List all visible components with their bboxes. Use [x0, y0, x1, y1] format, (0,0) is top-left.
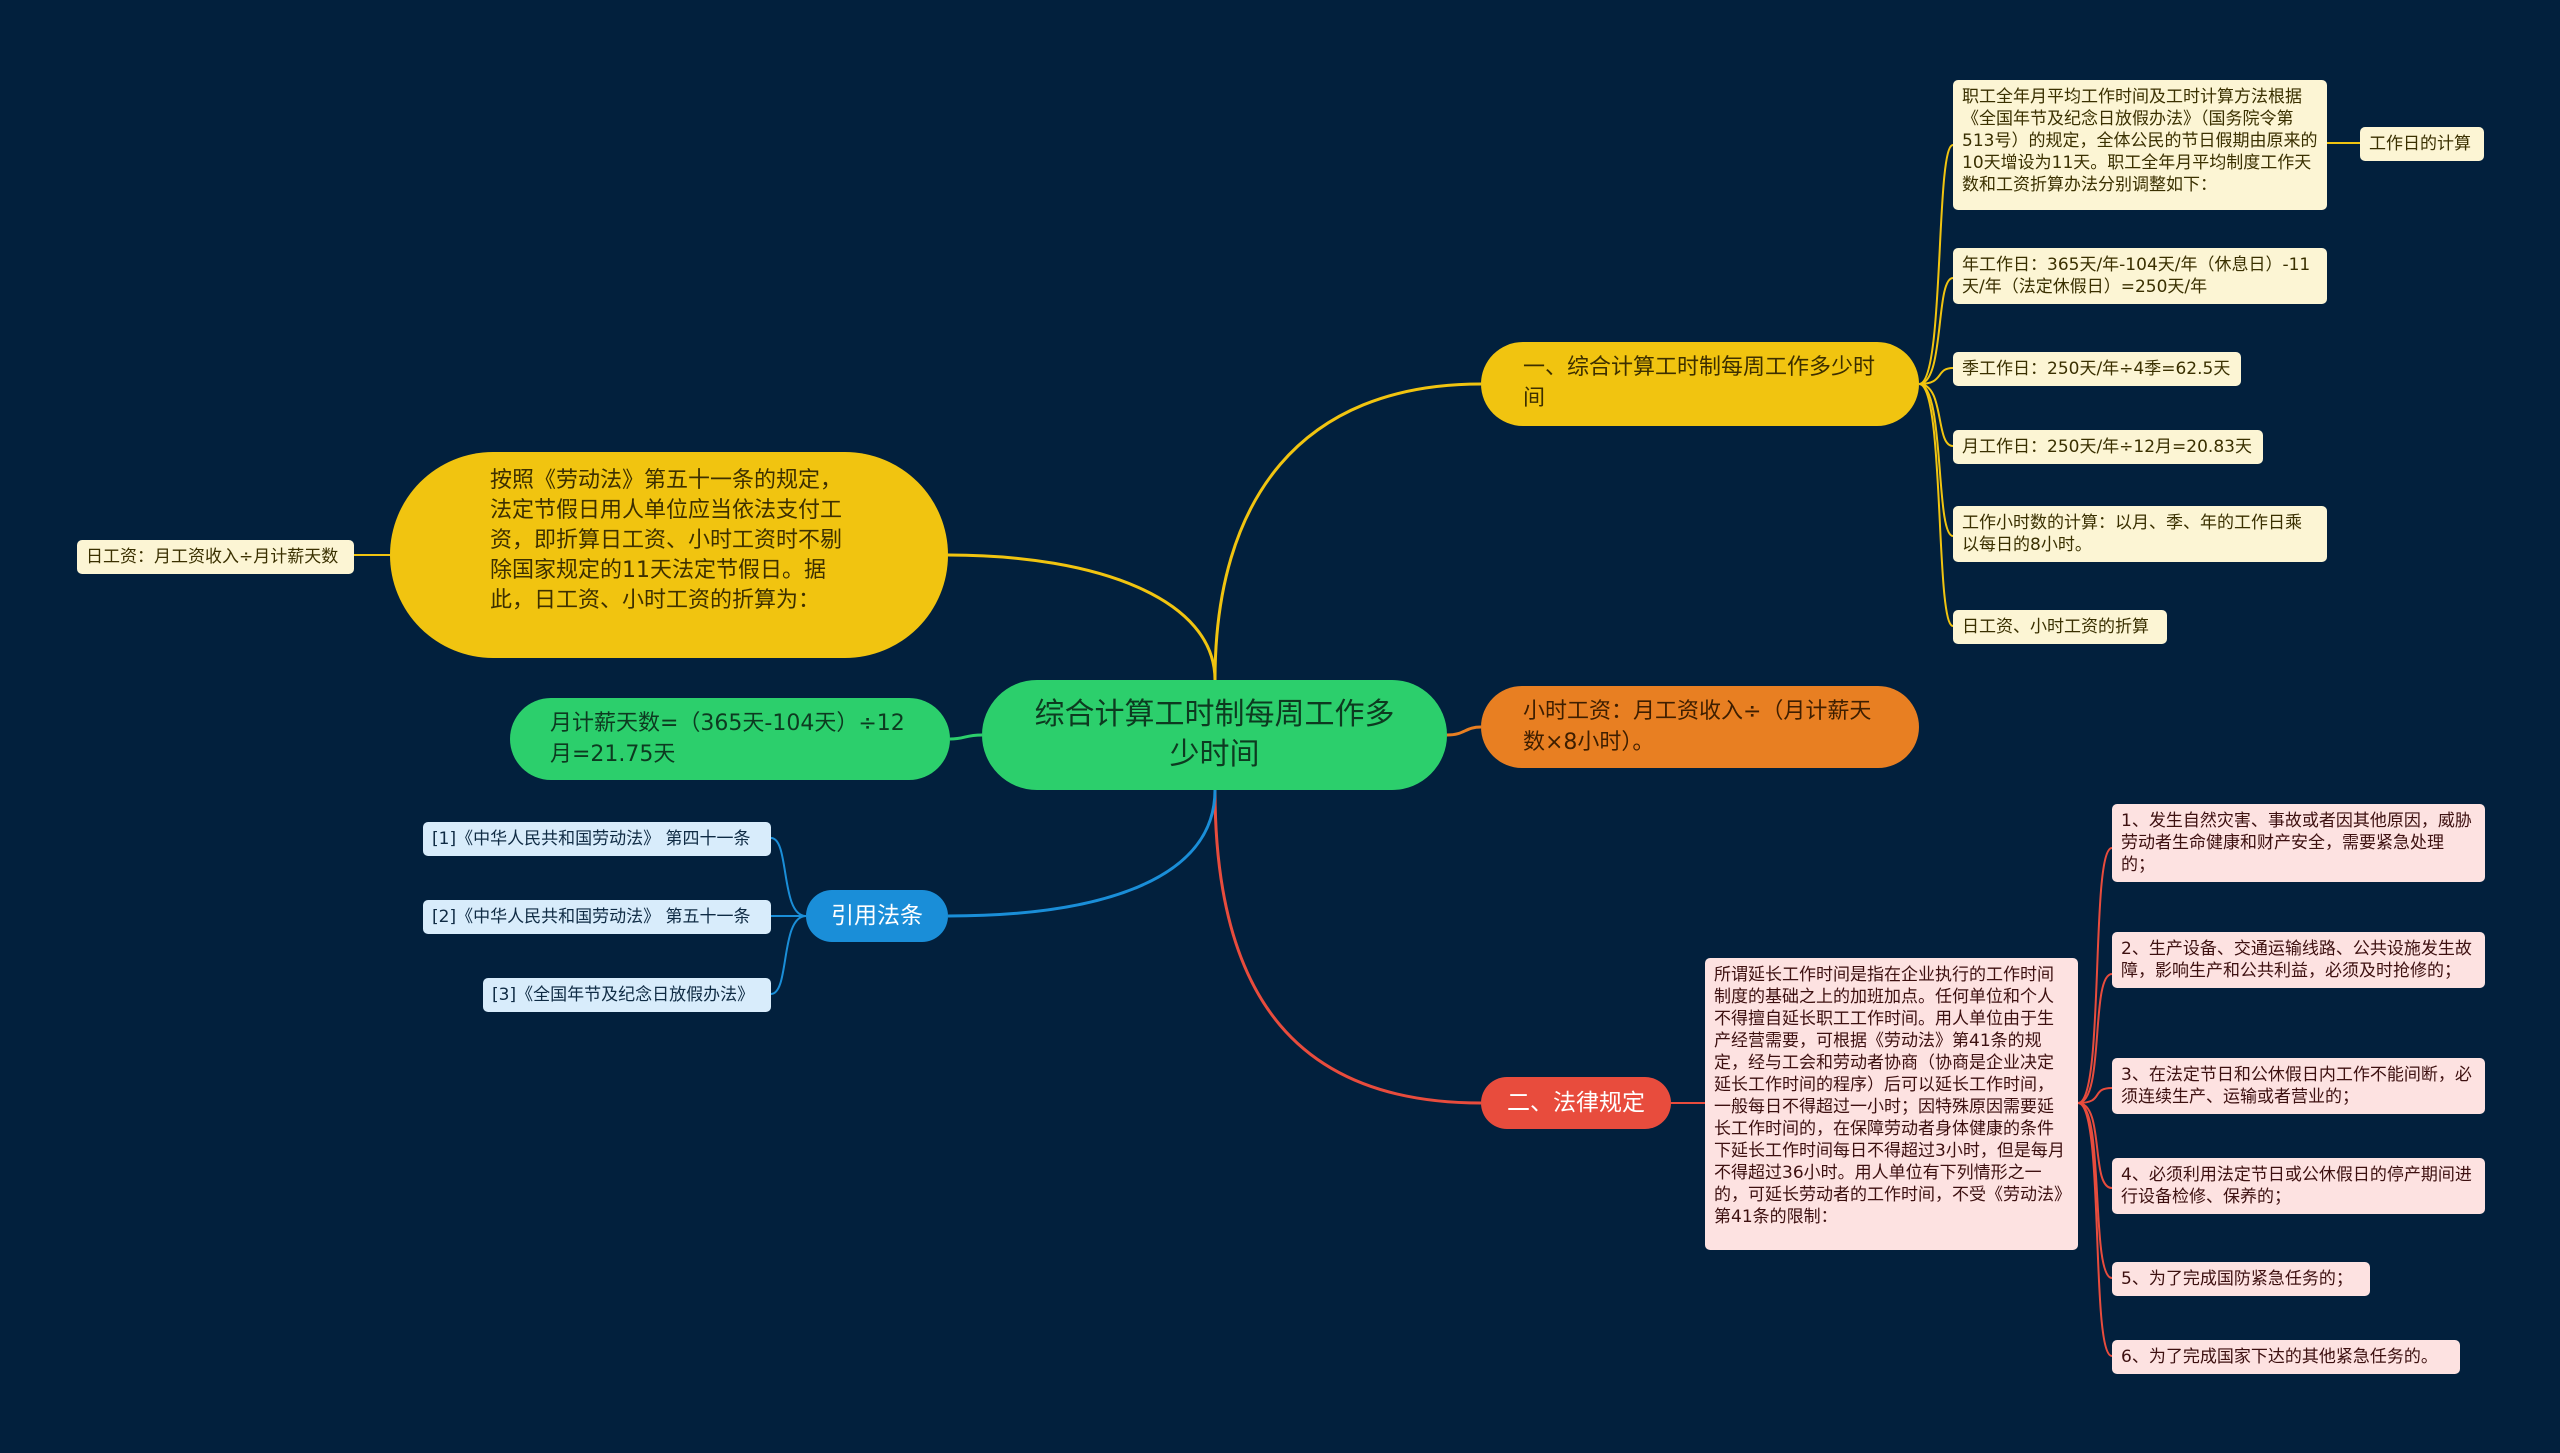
b3-item[interactable]: 4、必须利用法定节日或公休假日的停产期间进行设备检修、保养的；	[2112, 1158, 2485, 1214]
edge-b1-1	[1918, 144, 1954, 385]
edge-b1-4	[1918, 383, 1954, 447]
b1-leaf-wage[interactable]: 日工资、小时工资的折算	[1953, 610, 2167, 644]
center-topic[interactable]: 综合计算工时制每周工作多少时间	[982, 680, 1447, 790]
b3-item[interactable]: 3、在法定节日和公休假日内工作不能间断，必须连续生产、运输或者营业的；	[2112, 1058, 2485, 1114]
branch-legal-provisions[interactable]: 二、法律规定	[1481, 1077, 1671, 1129]
left-main-topic[interactable]: 按照《劳动法》第五十一条的规定，法定节假日用人单位应当依法支付工资，即折算日工资…	[390, 452, 948, 658]
edge-b1-2	[1918, 277, 1954, 385]
edge-cite-3	[770, 915, 807, 995]
edge-b3-1	[2077, 847, 2113, 1104]
b3-item[interactable]: 6、为了完成国家下达的其他紧急任务的。	[2112, 1340, 2460, 1374]
b1-leaf-hours[interactable]: 工作小时数的计算：以月、季、年的工作日乘以每日的8小时。	[1953, 506, 2327, 562]
b3-item[interactable]: 1、发生自然灾害、事故或者因其他原因，威胁劳动者生命健康和财产安全，需要紧急处理…	[2112, 804, 2485, 882]
b1-leaf-month[interactable]: 月工作日：250天/年÷12月=20.83天	[1953, 430, 2263, 464]
edge-b3-5	[2077, 1102, 2113, 1279]
edge-b1-6	[1918, 383, 1954, 627]
edge-b1-5	[1918, 383, 1954, 537]
edge-center-branch1	[1213, 382, 1482, 681]
edge-center-cite	[947, 789, 1217, 918]
edge-cite-1	[770, 837, 807, 917]
edge-center-monthly	[949, 733, 983, 741]
edge-b3-4	[2077, 1102, 2113, 1189]
citations-topic[interactable]: 引用法条	[806, 890, 948, 942]
monthly-pay-days-topic[interactable]: 月计薪天数=（365天-104天）÷12月=21.75天	[510, 698, 950, 780]
b1-leaf-year[interactable]: 年工作日：365天/年-104天/年（休息日）-11天/年（法定休假日）=250…	[1953, 248, 2327, 304]
edge-center-branch3	[1213, 789, 1482, 1105]
edge-b3-6	[2077, 1102, 2113, 1357]
left-main-leaf[interactable]: 日工资：月工资收入÷月计薪天数	[77, 540, 354, 574]
edge-b1-3	[1918, 367, 1954, 385]
citation-item[interactable]: [3]《全国年节及纪念日放假办法》	[483, 978, 771, 1012]
edge-center-left-main	[947, 553, 1217, 681]
b1-leaf-quarter[interactable]: 季工作日：250天/年÷4季=62.5天	[1953, 352, 2241, 386]
edge-b3-2	[2077, 973, 2113, 1104]
b3-main-leaf[interactable]: 所谓延长工作时间是指在企业执行的工作时间制度的基础之上的加班加点。任何单位和个人…	[1705, 958, 2078, 1250]
citation-item[interactable]: [1]《中华人民共和国劳动法》 第四十一条	[423, 822, 771, 856]
edge-b3-3	[2077, 1087, 2113, 1104]
b1-sub-leaf[interactable]: 工作日的计算	[2360, 127, 2484, 161]
b3-item[interactable]: 2、生产设备、交通运输线路、公共设施发生故障，影响生产和公共利益，必须及时抢修的…	[2112, 932, 2485, 988]
b3-item[interactable]: 5、为了完成国防紧急任务的；	[2112, 1262, 2370, 1296]
edge-center-branch2	[1446, 725, 1482, 737]
branch-weekly-hours[interactable]: 一、综合计算工时制每周工作多少时间	[1481, 342, 1919, 426]
citation-item[interactable]: [2]《中华人民共和国劳动法》 第五十一条	[423, 900, 771, 934]
branch-hourly-wage[interactable]: 小时工资：月工资收入÷（月计薪天数×8小时）。	[1481, 686, 1919, 768]
b1-leaf-intro[interactable]: 职工全年月平均工作时间及工时计算方法根据《全国年节及纪念日放假办法》（国务院令第…	[1953, 80, 2327, 210]
